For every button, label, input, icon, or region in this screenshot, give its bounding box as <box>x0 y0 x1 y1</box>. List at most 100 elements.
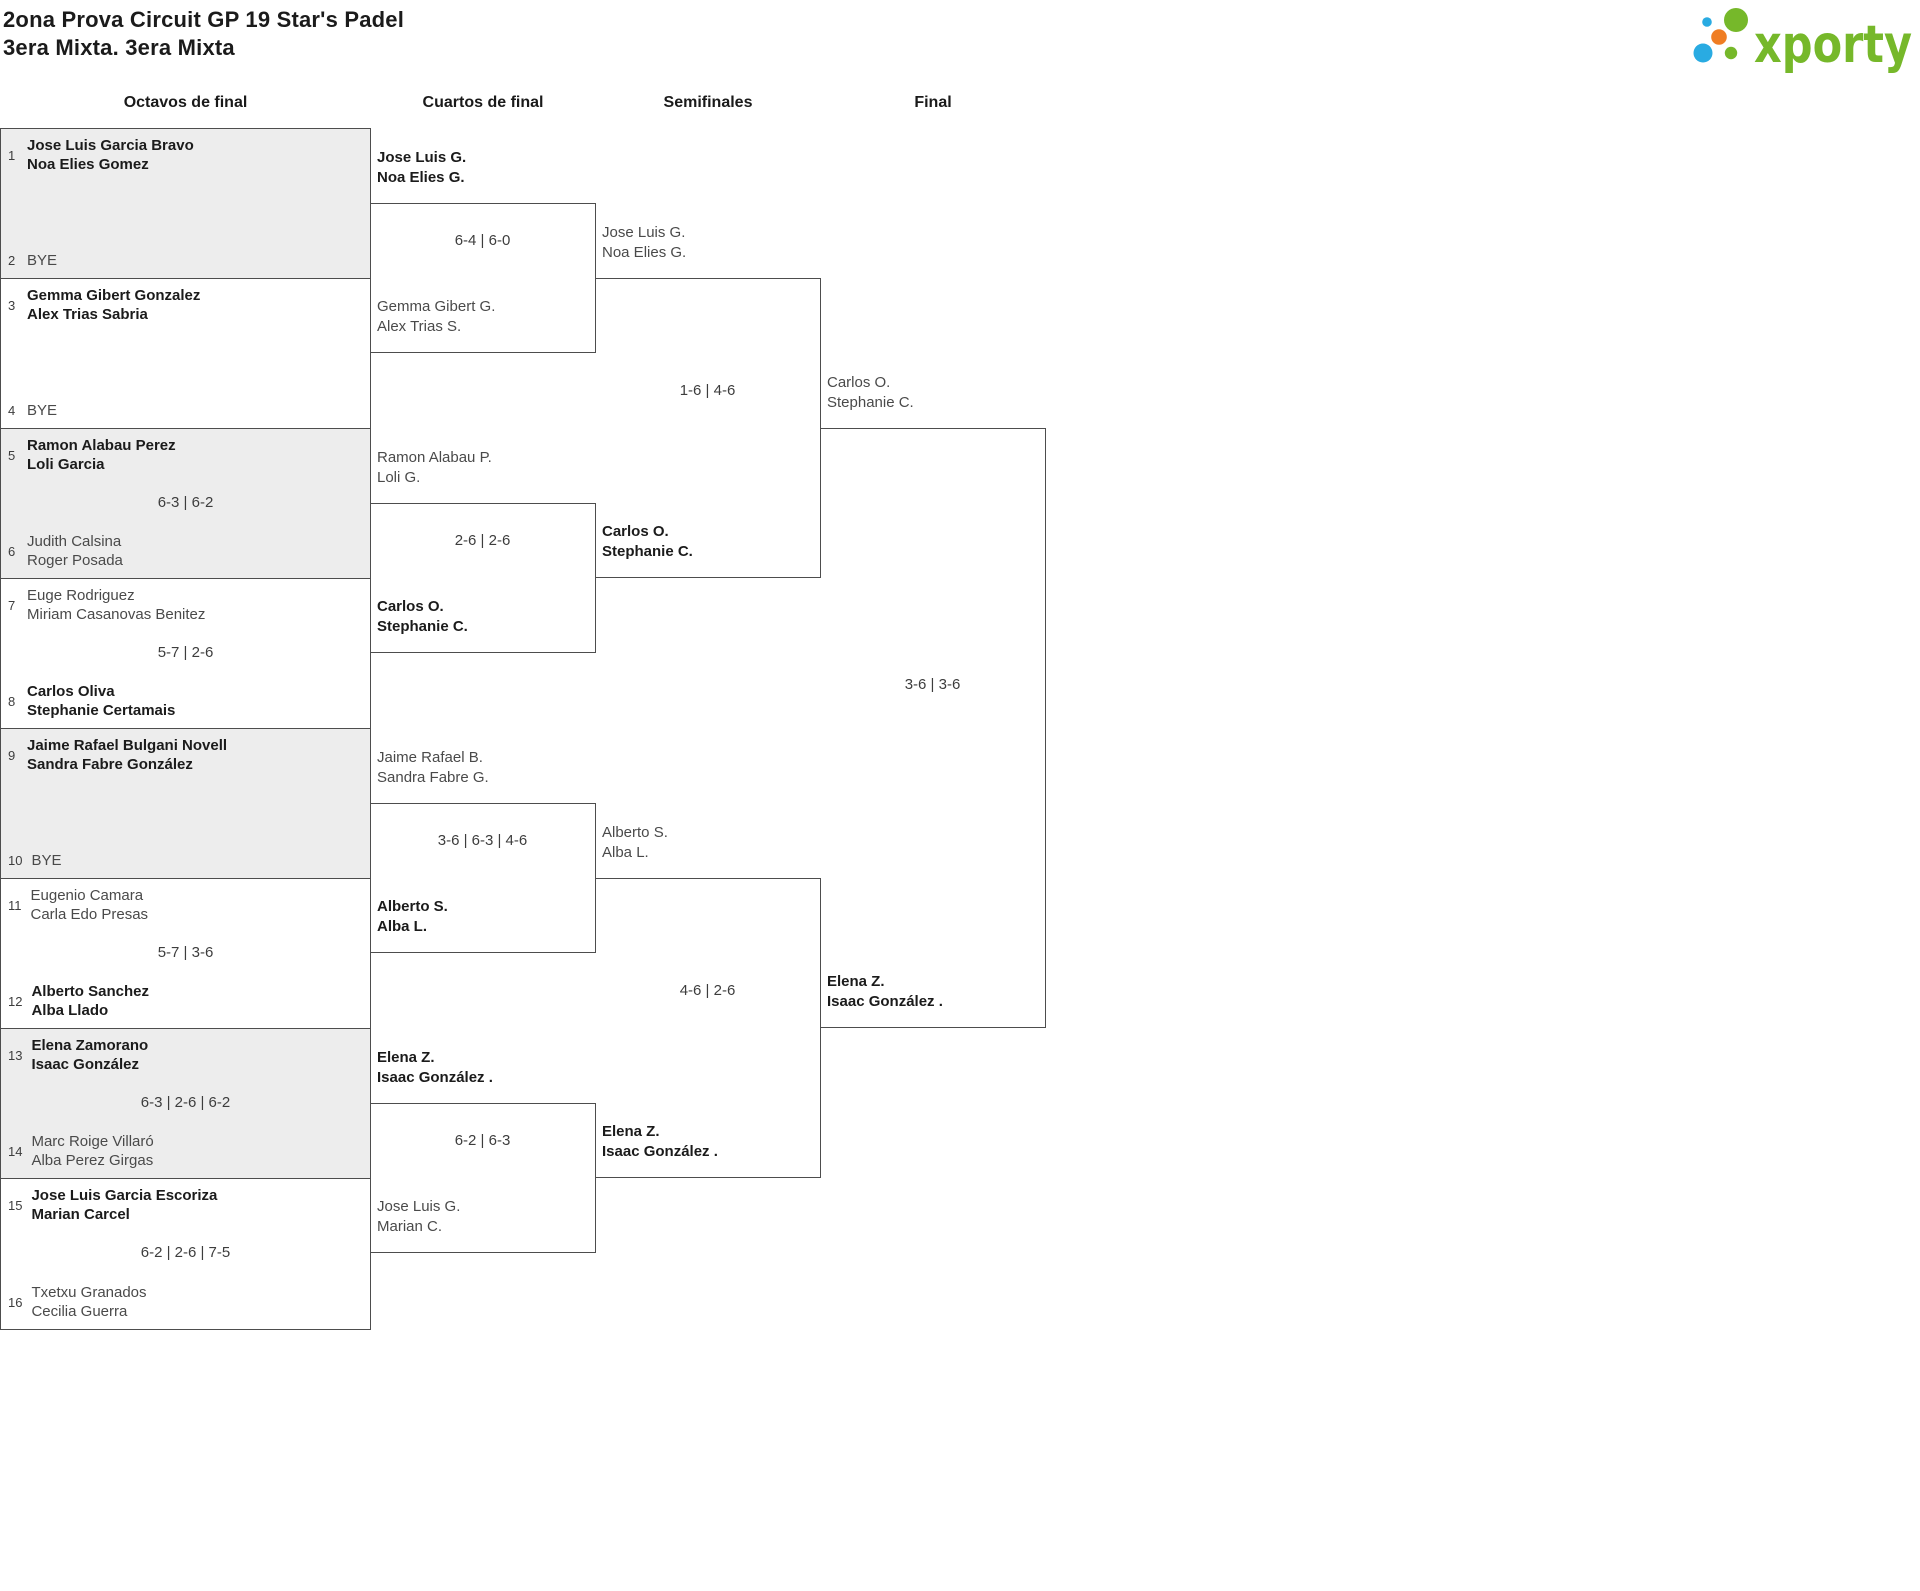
team-name: Elena Z. Isaac González . <box>377 1048 493 1088</box>
team-name: Ramon Alabau Perez Loli Garcia <box>27 436 176 474</box>
player-name: Miriam Casanovas Benitez <box>27 606 206 623</box>
match-score: 6-3 | 2-6 | 6-2 <box>140 1094 231 1111</box>
player-name: Alberto Sanchez <box>31 983 149 1000</box>
team-name: Alberto S. Alba L. <box>602 823 668 863</box>
match-score: 6-4 | 6-0 <box>454 232 511 249</box>
player-name: Marian C. <box>377 1218 443 1235</box>
match-score: 4-6 | 2-6 <box>679 982 736 999</box>
team-name: Elena Z. Isaac González . <box>827 972 943 1012</box>
player-name: Gemma Gibert Gonzalez <box>27 287 201 304</box>
team-slot-9: 9 Jaime Rafael Bulgani Novell Sandra Fab… <box>8 736 364 774</box>
team-name: Gemma Gibert Gonzalez Alex Trias Sabria <box>27 286 200 324</box>
page-subtitle: 3era Mixta. 3era Mixta <box>3 35 235 60</box>
player-name: Alberto S. <box>377 898 448 915</box>
player-name: Roger Posada <box>27 552 123 569</box>
team-slot-1: 1 Jose Luis Garcia Bravo Noa Elies Gomez <box>8 136 364 174</box>
seed-number: 3 <box>8 297 16 313</box>
r16-match-4: 7 Euge Rodriguez Miriam Casanovas Benite… <box>1 579 370 729</box>
match-score: 5-7 | 3-6 <box>157 944 214 961</box>
quarterfinal-match-2: Ramon Alabau P. Loli G. 2-6 | 2-6 Carlos… <box>370 449 596 653</box>
page-title: 2ona Prova Circuit GP 19 Star's Padel <box>3 7 405 32</box>
match-score: 6-2 | 6-3 <box>454 1132 511 1149</box>
round-header-octavos: Octavos de final <box>123 94 248 111</box>
player-name: Alba L. <box>602 844 649 861</box>
player-name: Elena Zamorano <box>31 1037 149 1054</box>
team-slot-12: 12 Alberto Sanchez Alba Llado <box>8 982 364 1020</box>
player-name: Noa Elies G. <box>377 169 465 186</box>
player-name: Jaime Rafael Bulgani Novell <box>27 737 228 754</box>
player-name: Alba Perez Girgas <box>31 1152 154 1169</box>
seed-number: 6 <box>8 543 16 559</box>
r16-match-6: 11 Eugenio Camara Carla Edo Presas 5-7 |… <box>1 879 370 1029</box>
xporty-logo[interactable]: xporty <box>1686 0 1918 78</box>
r16-match-5: 9 Jaime Rafael Bulgani Novell Sandra Fab… <box>1 729 370 879</box>
team-slot-2: 2 BYE <box>8 251 364 270</box>
team-slot-3: 3 Gemma Gibert Gonzalez Alex Trias Sabri… <box>8 286 364 324</box>
seed-number: 4 <box>8 403 16 418</box>
player-name: Elena Z. <box>377 1049 435 1066</box>
player-name: Jose Luis G. <box>377 1198 461 1215</box>
xporty-logo-text: xporty <box>1754 15 1912 75</box>
team-name: Elena Zamorano Isaac González <box>31 1036 148 1074</box>
player-name: Carlos O. <box>602 523 669 540</box>
player-name: Marc Roige Villaró <box>31 1133 154 1150</box>
player-name: Ramon Alabau Perez <box>27 437 176 454</box>
player-name: Jose Luis G. <box>377 149 467 166</box>
player-name: Cecilia Guerra <box>31 1303 128 1320</box>
team-name: Alberto S. Alba L. <box>377 897 448 937</box>
team-slot-7: 7 Euge Rodriguez Miriam Casanovas Benite… <box>8 586 364 624</box>
semifinal-match-1: Jose Luis G. Noa Elies G. 1-6 | 4-6 Carl… <box>595 224 821 578</box>
player-name: Jose Luis Garcia Escoriza <box>31 1187 218 1204</box>
team-slot-13: 13 Elena Zamorano Isaac González <box>8 1036 364 1074</box>
match-score: 5-7 | 2-6 <box>157 644 214 661</box>
page-header: 2ona Prova Circuit GP 19 Star's Padel 3e… <box>3 6 404 62</box>
team-slot-6: 6 Judith Calsina Roger Posada <box>8 532 364 570</box>
player-name: Sandra Fabre G. <box>377 769 489 786</box>
team-name: Jose Luis G. Noa Elies G. <box>602 223 686 263</box>
team-name: Ramon Alabau P. Loli G. <box>377 448 492 488</box>
quarterfinal-match-4: Elena Z. Isaac González . 6-2 | 6-3 Jose… <box>370 1049 596 1253</box>
xporty-logo-icon: xporty <box>1693 8 1912 75</box>
team-name: Elena Z. Isaac González . <box>602 1122 718 1162</box>
match-score: 6-2 | 2-6 | 7-5 <box>140 1244 231 1261</box>
team-name: Jose Luis G. Marian C. <box>377 1197 460 1237</box>
team-name: Euge Rodriguez Miriam Casanovas Benitez <box>27 586 205 624</box>
player-name: Ramon Alabau P. <box>377 449 492 466</box>
player-name: Carlos Oliva <box>27 683 115 700</box>
team-name: Carlos O. Stephanie C. <box>377 597 468 637</box>
team-name: BYE <box>27 401 57 420</box>
team-name: BYE <box>27 251 57 270</box>
team-name: Gemma Gibert G. Alex Trias S. <box>377 297 495 337</box>
team-name: Carlos O. Stephanie C. <box>602 522 693 562</box>
match-score: 6-3 | 6-2 <box>157 494 214 511</box>
player-name: Euge Rodriguez <box>27 587 135 604</box>
player-name: Loli G. <box>377 469 421 486</box>
player-name: Txetxu Granados <box>31 1284 147 1301</box>
seed-number: 15 <box>8 1197 23 1213</box>
player-name: Noa Elies Gomez <box>27 156 149 173</box>
player-name: Stephanie C. <box>827 394 914 411</box>
seed-number: 14 <box>8 1143 23 1159</box>
team-slot-4: 4 BYE <box>8 401 364 420</box>
team-slot-8: 8 Carlos Oliva Stephanie Certamais <box>8 682 364 720</box>
player-name: Alberto S. <box>602 824 668 841</box>
match-score: 3-6 | 6-3 | 4-6 <box>437 832 528 849</box>
player-name: BYE <box>27 252 58 269</box>
seed-number: 13 <box>8 1047 23 1063</box>
player-name: Isaac González <box>31 1056 140 1073</box>
team-name: Judith Calsina Roger Posada <box>27 532 123 570</box>
team-name: BYE <box>31 851 61 870</box>
player-name: Gemma Gibert G. <box>377 298 496 315</box>
r16-match-3: 5 Ramon Alabau Perez Loli Garcia 6-3 | 6… <box>1 429 370 579</box>
player-name: Isaac González . <box>377 1069 493 1086</box>
team-slot-16: 16 Txetxu Granados Cecilia Guerra <box>8 1283 364 1321</box>
quarterfinal-match-1: Jose Luis G. Noa Elies G. 6-4 | 6-0 Gemm… <box>370 149 596 353</box>
player-name: Judith Calsina <box>27 533 122 550</box>
player-name: Stephanie Certamais <box>27 702 176 719</box>
player-name: Stephanie C. <box>602 543 693 560</box>
player-name: Carlos O. <box>377 598 444 615</box>
quarterfinal-match-3: Jaime Rafael B. Sandra Fabre G. 3-6 | 6-… <box>370 749 596 953</box>
round-header-cuartos: Cuartos de final <box>422 94 544 111</box>
team-slot-14: 14 Marc Roige Villaró Alba Perez Girgas <box>8 1132 364 1170</box>
